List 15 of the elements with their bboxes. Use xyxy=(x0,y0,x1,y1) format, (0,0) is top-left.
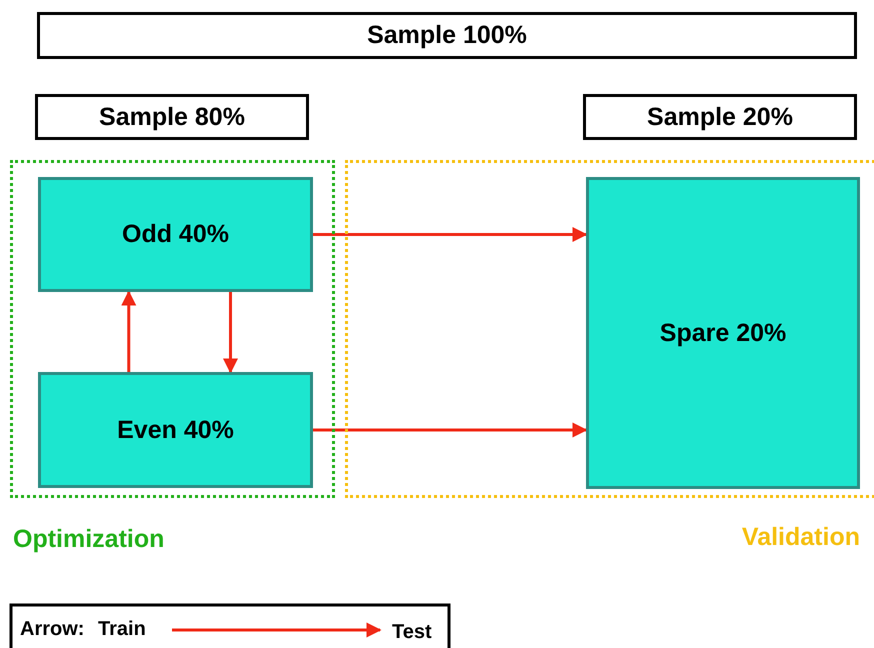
data-block: Spare 20% xyxy=(586,177,860,489)
data-block: Even 40% xyxy=(38,372,313,488)
key-text: Test xyxy=(392,621,432,644)
arrow xyxy=(313,227,588,242)
group-title: Optimization xyxy=(13,525,164,554)
arrow xyxy=(121,290,136,372)
group-title: Validation xyxy=(742,523,860,552)
header-box: Sample 20% xyxy=(583,94,857,140)
data-block: Odd 40% xyxy=(38,177,313,292)
arrow xyxy=(223,292,238,374)
header-box: Sample 80% xyxy=(35,94,309,140)
key-text: Train xyxy=(98,618,146,641)
arrow xyxy=(313,422,588,438)
header-box: Sample 100% xyxy=(37,12,857,59)
key-text: Arrow: xyxy=(20,618,84,641)
